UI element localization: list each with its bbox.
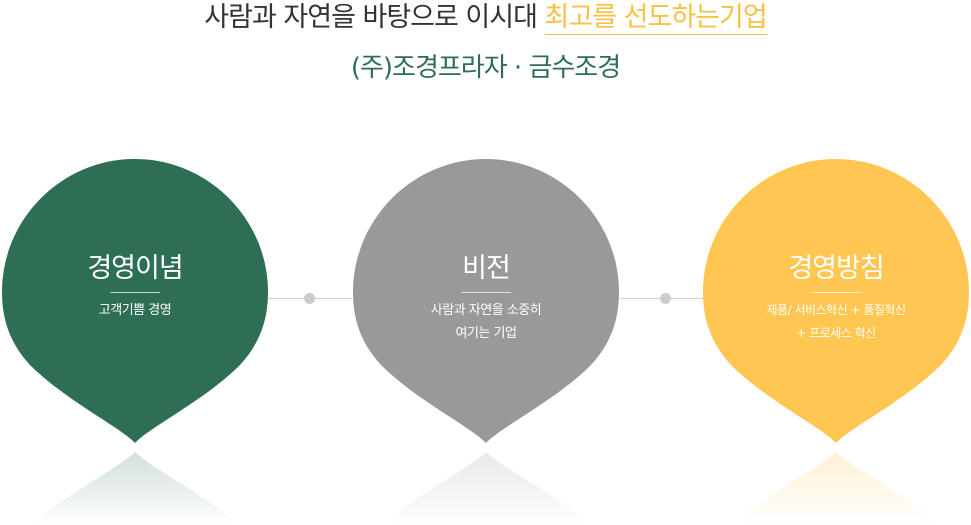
pillar-management-policy: 경영방침 제품/ 서비스혁신 + 품질혁신 + 프로세스 혁신 bbox=[701, 155, 971, 525]
drop-reflection bbox=[381, 452, 591, 525]
pillar-description: 사람과 자연을 소중히 여기는 기업 bbox=[430, 303, 542, 341]
drop-body bbox=[353, 159, 619, 443]
pillar-vision: 비전 사람과 자연을 소중히 여기는 기업 bbox=[351, 155, 621, 525]
drop-reflection bbox=[30, 452, 240, 525]
pillar-divider bbox=[110, 292, 160, 293]
connector-dot-1 bbox=[304, 293, 315, 304]
pillar-title: 비전 bbox=[462, 253, 511, 284]
headline: 사람과 자연을 바탕으로 이시대 최고를 선도하는기업 bbox=[0, 0, 971, 36]
pillar-divider bbox=[461, 292, 511, 293]
company-name: (주)조경프라자 · 금수조경 bbox=[350, 53, 621, 83]
headline-main: 사람과 자연을 바탕으로 이시대 bbox=[204, 2, 538, 33]
pillar-title: 경영이념 bbox=[87, 253, 183, 284]
pillar-management-philosophy: 경영이념 고객기쁨 경영 bbox=[0, 155, 270, 525]
pillar-description: 제품/ 서비스혁신 + 품질혁신 + 프로세스 혁신 bbox=[766, 303, 906, 340]
drop-body bbox=[703, 159, 969, 443]
drop-shape-gray bbox=[353, 159, 619, 525]
drop-shape-green bbox=[2, 159, 268, 525]
drop-shape-yellow bbox=[703, 159, 969, 525]
drop-body bbox=[2, 159, 268, 443]
drop-reflection bbox=[731, 452, 941, 525]
pillar-divider bbox=[811, 292, 861, 293]
connector-dot-2 bbox=[660, 293, 671, 304]
pillar-description: 고객기쁨 경영 bbox=[98, 303, 172, 318]
headline-accent: 최고를 선도하는기업 bbox=[544, 2, 768, 35]
pillar-title: 경영방침 bbox=[788, 253, 884, 284]
